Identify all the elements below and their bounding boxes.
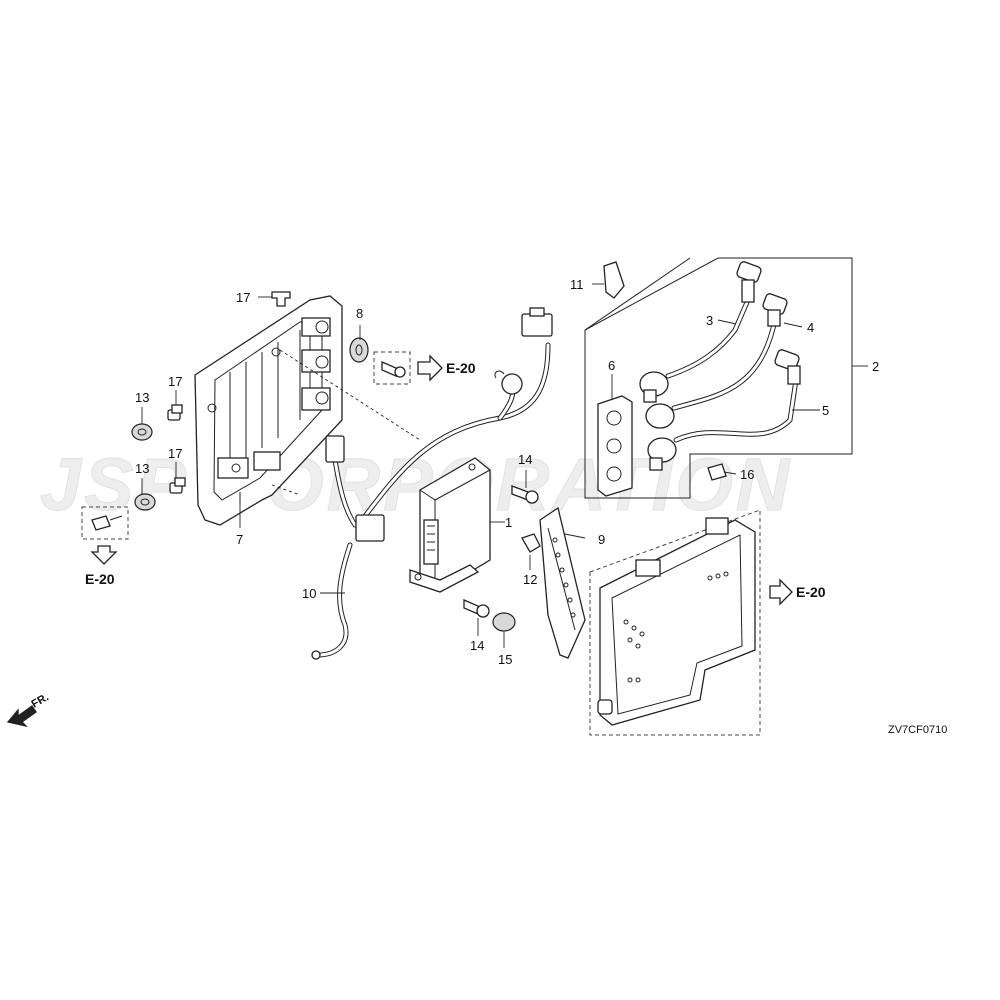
callout-11: 11 — [570, 277, 584, 292]
ref-e20-cover[interactable]: E-20 — [796, 584, 826, 600]
ignition-coils — [639, 371, 677, 471]
callout-12: 12 — [523, 572, 537, 587]
wire-harness — [311, 307, 553, 660]
callout-14-lower: 14 — [470, 638, 484, 653]
rivet-17-lower — [169, 477, 186, 494]
grommet-13-lower — [134, 493, 156, 511]
callout-17-lower: 17 — [168, 446, 182, 461]
clip-16 — [707, 463, 727, 481]
ignition-module — [409, 457, 491, 593]
rivet-17-top — [271, 291, 291, 307]
coil-assembly-box — [584, 257, 868, 499]
callout-10: 10 — [302, 586, 316, 601]
bolt-14-upper — [511, 485, 539, 504]
callout-6: 6 — [608, 358, 615, 373]
seal-strip-9 — [539, 506, 586, 659]
callout-3: 3 — [706, 313, 713, 328]
bolt-14-lower — [463, 599, 490, 618]
callout-16: 16 — [740, 467, 754, 482]
plug-lead-4 — [671, 293, 788, 411]
ref-e20-left[interactable]: E-20 — [85, 571, 115, 587]
bracket-plate — [194, 295, 343, 526]
callout-4: 4 — [807, 320, 814, 335]
bolt-ref-box-upper — [373, 351, 411, 385]
coil-holder-6 — [597, 395, 633, 497]
callout-1: 1 — [505, 515, 512, 530]
callout-7: 7 — [236, 532, 243, 547]
clip-11 — [603, 261, 625, 299]
ref-arrow-right-upper[interactable]: E-20 — [417, 354, 476, 382]
callout-8: 8 — [356, 306, 363, 321]
callout-2: 2 — [872, 359, 879, 374]
ref-e20-upper[interactable]: E-20 — [446, 360, 476, 376]
module-cover — [597, 517, 756, 726]
plug-lead-3 — [665, 261, 762, 379]
plug-lead-5 — [673, 349, 801, 443]
front-marker: FR. — [6, 691, 51, 728]
bolt-ref-box-left — [81, 506, 129, 540]
callout-13-lower: 13 — [135, 461, 149, 476]
clip-12 — [521, 533, 541, 553]
ref-arrow-right-cover[interactable]: E-20 — [769, 578, 826, 606]
diagram-code: ZV7CF0710 — [888, 724, 947, 736]
grommet-13-upper — [131, 423, 153, 441]
ref-arrow-down-left[interactable]: E-20 — [85, 545, 118, 587]
rivet-17-middle — [167, 404, 183, 421]
cover-ref-box — [589, 509, 761, 736]
front-label: FR. — [30, 691, 51, 710]
leader-lines — [141, 283, 820, 648]
callout-14-upper: 14 — [518, 452, 532, 467]
callout-17-top: 17 — [236, 290, 250, 305]
callout-5: 5 — [822, 403, 829, 418]
callout-17-middle: 17 — [168, 374, 182, 389]
cap-15 — [492, 612, 516, 632]
callout-9: 9 — [598, 532, 605, 547]
callouts: 1 2 3 4 5 6 7 8 9 10 11 12 13 13 14 14 1… — [135, 277, 879, 667]
callout-15: 15 — [498, 652, 512, 667]
grommet-8 — [349, 337, 369, 363]
callout-13-upper: 13 — [135, 390, 149, 405]
